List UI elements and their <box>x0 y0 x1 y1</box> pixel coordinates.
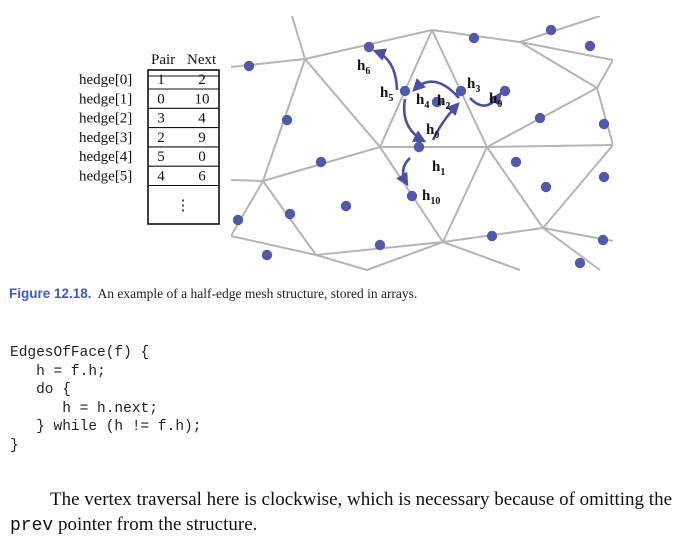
mesh-point <box>545 24 557 36</box>
inline-code-prev: prev <box>10 516 54 536</box>
hedge-label: hedge[5] <box>79 169 132 185</box>
mesh-edge <box>542 227 601 271</box>
mesh-edge <box>291 16 306 60</box>
half-edge-label: h3 <box>467 76 480 95</box>
mesh-point <box>431 96 443 108</box>
next-value: 2 <box>198 72 206 88</box>
mesh-edge <box>596 59 613 89</box>
half-edge-arrow <box>402 98 427 143</box>
mesh-edge <box>442 241 521 271</box>
mesh-point <box>399 85 411 97</box>
mesh-point <box>584 40 596 52</box>
mesh-point <box>486 230 498 242</box>
hedge-label: hedge[1] <box>79 91 132 107</box>
mesh-point <box>413 141 425 153</box>
paragraph-text-after: pointer from the structure. <box>53 514 258 535</box>
mesh-point <box>598 118 610 130</box>
next-value: 10 <box>195 91 210 107</box>
paragraph-text-before: The vertex traversal here is clockwise, … <box>50 489 673 510</box>
pair-value: 2 <box>157 130 165 146</box>
hedge-label: hedge[3] <box>79 130 132 146</box>
mesh-edge <box>519 41 598 89</box>
mesh-point <box>598 171 610 183</box>
mesh-edge <box>304 58 381 148</box>
half-edge-label: h9 <box>489 91 502 110</box>
pair-value: 4 <box>157 169 165 185</box>
mesh-edge <box>442 146 488 243</box>
next-value: 6 <box>198 169 206 185</box>
mesh-point <box>261 249 273 261</box>
next-value: 9 <box>198 130 206 146</box>
mesh-point <box>243 60 255 72</box>
hedge-label: hedge[2] <box>79 111 132 127</box>
mesh-edge <box>486 146 544 229</box>
mesh-point <box>455 85 467 97</box>
pair-value: 1 <box>157 72 165 88</box>
mesh-edge <box>315 254 368 271</box>
code-block: EdgesOfFace(f) { h = f.h; do { h = h.nex… <box>10 344 201 456</box>
table-ellipsis: ⋮ <box>176 198 191 214</box>
hedge-table: Pair Next hedge[0] 1 2 hedge[1] 0 10 hedge[2] 3… <box>79 52 220 225</box>
mesh-edge <box>366 241 444 271</box>
code-line: do { <box>36 382 71 399</box>
caption-text: An example of a half-edge mesh structure… <box>97 286 418 301</box>
mesh-edge <box>231 58 306 68</box>
code-line: h = f.h; <box>36 363 106 380</box>
mesh-point <box>315 156 327 168</box>
half-edge-mesh-diagram: h0 h1 h2 h3 h4 h5 h6 h9 h10 <box>231 16 613 271</box>
mesh-point <box>406 190 418 202</box>
mesh-edge <box>596 87 613 146</box>
half-edge-label: h6 <box>357 58 370 77</box>
figure-label: Figure 12.18. <box>9 286 92 301</box>
half-edge-label: h4 <box>416 92 429 111</box>
mesh-point <box>510 156 522 168</box>
half-edge-arrow <box>412 78 460 99</box>
mesh-point <box>363 41 375 53</box>
figure-caption: Figure 12.18. An example of a half-edge m… <box>9 286 417 302</box>
mesh-edge <box>542 144 613 229</box>
hedge-label: hedge[0] <box>79 72 132 88</box>
code-line: } <box>10 437 19 454</box>
mesh-edge <box>231 179 264 182</box>
pair-value: 0 <box>157 91 165 107</box>
half-edge-label: h5 <box>380 85 393 104</box>
mesh-point <box>540 181 552 193</box>
column-header-pair: Pair <box>151 52 175 68</box>
mesh-point <box>499 85 511 97</box>
mesh-point <box>284 208 296 220</box>
mesh-point <box>597 234 609 246</box>
half-edge-arrow <box>372 48 399 91</box>
code-line: h = h.next; <box>62 400 158 417</box>
code-line: EdgesOfFace(f) { <box>10 345 150 361</box>
code-line: } while (h != f.h); <box>36 419 202 436</box>
mesh-edge <box>519 41 613 61</box>
mesh-edge <box>231 235 317 256</box>
mesh-edge <box>231 180 264 237</box>
half-edge-label: h1 <box>432 159 445 178</box>
next-value: 0 <box>198 149 206 165</box>
half-edge-label: h2 <box>437 93 450 112</box>
mesh-edge <box>486 144 613 148</box>
half-edge-arrow <box>469 91 502 107</box>
mesh-point <box>232 214 244 226</box>
mesh-edge <box>519 16 601 43</box>
mesh-point <box>468 32 480 44</box>
column-header-next: Next <box>187 52 217 68</box>
mesh-point <box>534 112 546 124</box>
next-value: 4 <box>198 111 206 127</box>
half-edge-label: h0 <box>426 122 439 141</box>
mesh-point <box>340 200 352 212</box>
half-edge-arrow <box>396 157 411 187</box>
pair-value: 3 <box>157 111 165 127</box>
hedge-label: hedge[4] <box>79 149 132 165</box>
half-edge-arrow <box>431 102 460 141</box>
mesh-point <box>574 257 586 269</box>
half-edge-label: h10 <box>422 188 440 207</box>
mesh-point <box>374 239 386 251</box>
pair-value: 5 <box>157 149 165 165</box>
body-paragraph: The vertex traversal here is clockwise, … <box>10 487 685 539</box>
mesh-point <box>281 114 293 126</box>
